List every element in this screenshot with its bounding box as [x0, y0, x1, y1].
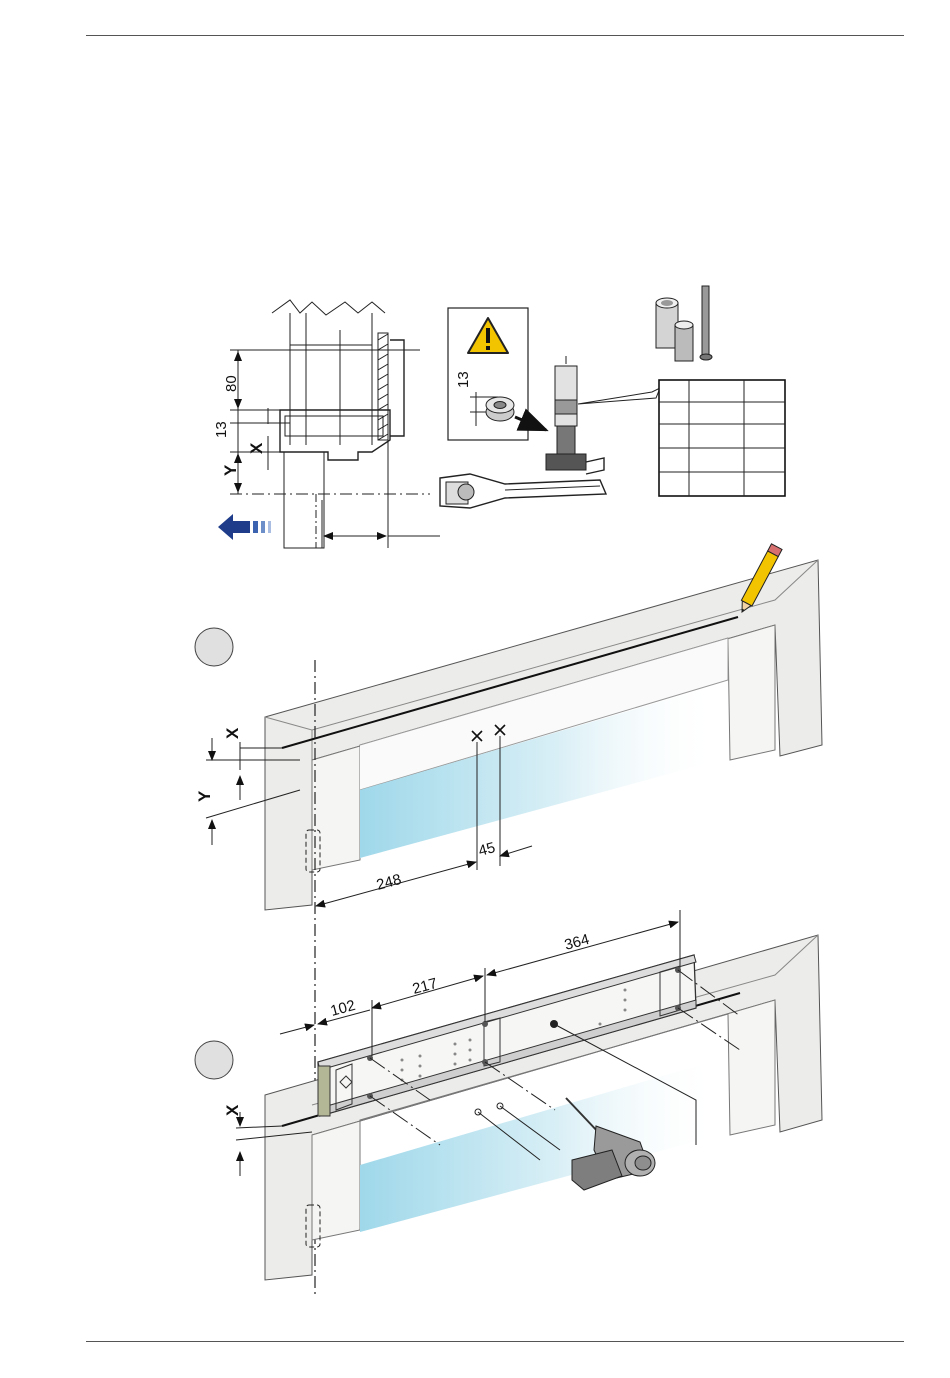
step2-frame: X [195, 910, 822, 1280]
detail-dim-13: 13 [213, 421, 230, 438]
direction-arrow-icon [218, 514, 271, 540]
step1-dim-y: Y [195, 790, 214, 802]
detail-dim-80: 80 [223, 375, 240, 392]
step1-badge [195, 628, 233, 666]
step2-dim-102: 102 [329, 997, 358, 1020]
bushing-parts [656, 286, 712, 361]
warning-dim-13: 13 [455, 371, 472, 388]
detail-dim-x: X [247, 442, 266, 454]
spindle-assembly [546, 356, 604, 474]
step1-dim-x: X [223, 727, 242, 739]
detail-section-drawing: 80 13 X Y [213, 300, 606, 548]
warning-box: 13 [448, 308, 528, 440]
step1-frame: X Y 248 45 [195, 560, 822, 910]
step2-dim-x: X [223, 1104, 242, 1116]
adapter-ring [486, 397, 514, 421]
step2-badge [195, 1041, 233, 1079]
detail-dim-y: Y [221, 464, 240, 476]
spec-table [659, 380, 785, 496]
step2-dim-217: 217 [411, 975, 440, 998]
step2-dim-364: 364 [563, 931, 592, 954]
step1-dim-248: 248 [375, 871, 404, 894]
step1-dim-45: 45 [477, 839, 498, 860]
